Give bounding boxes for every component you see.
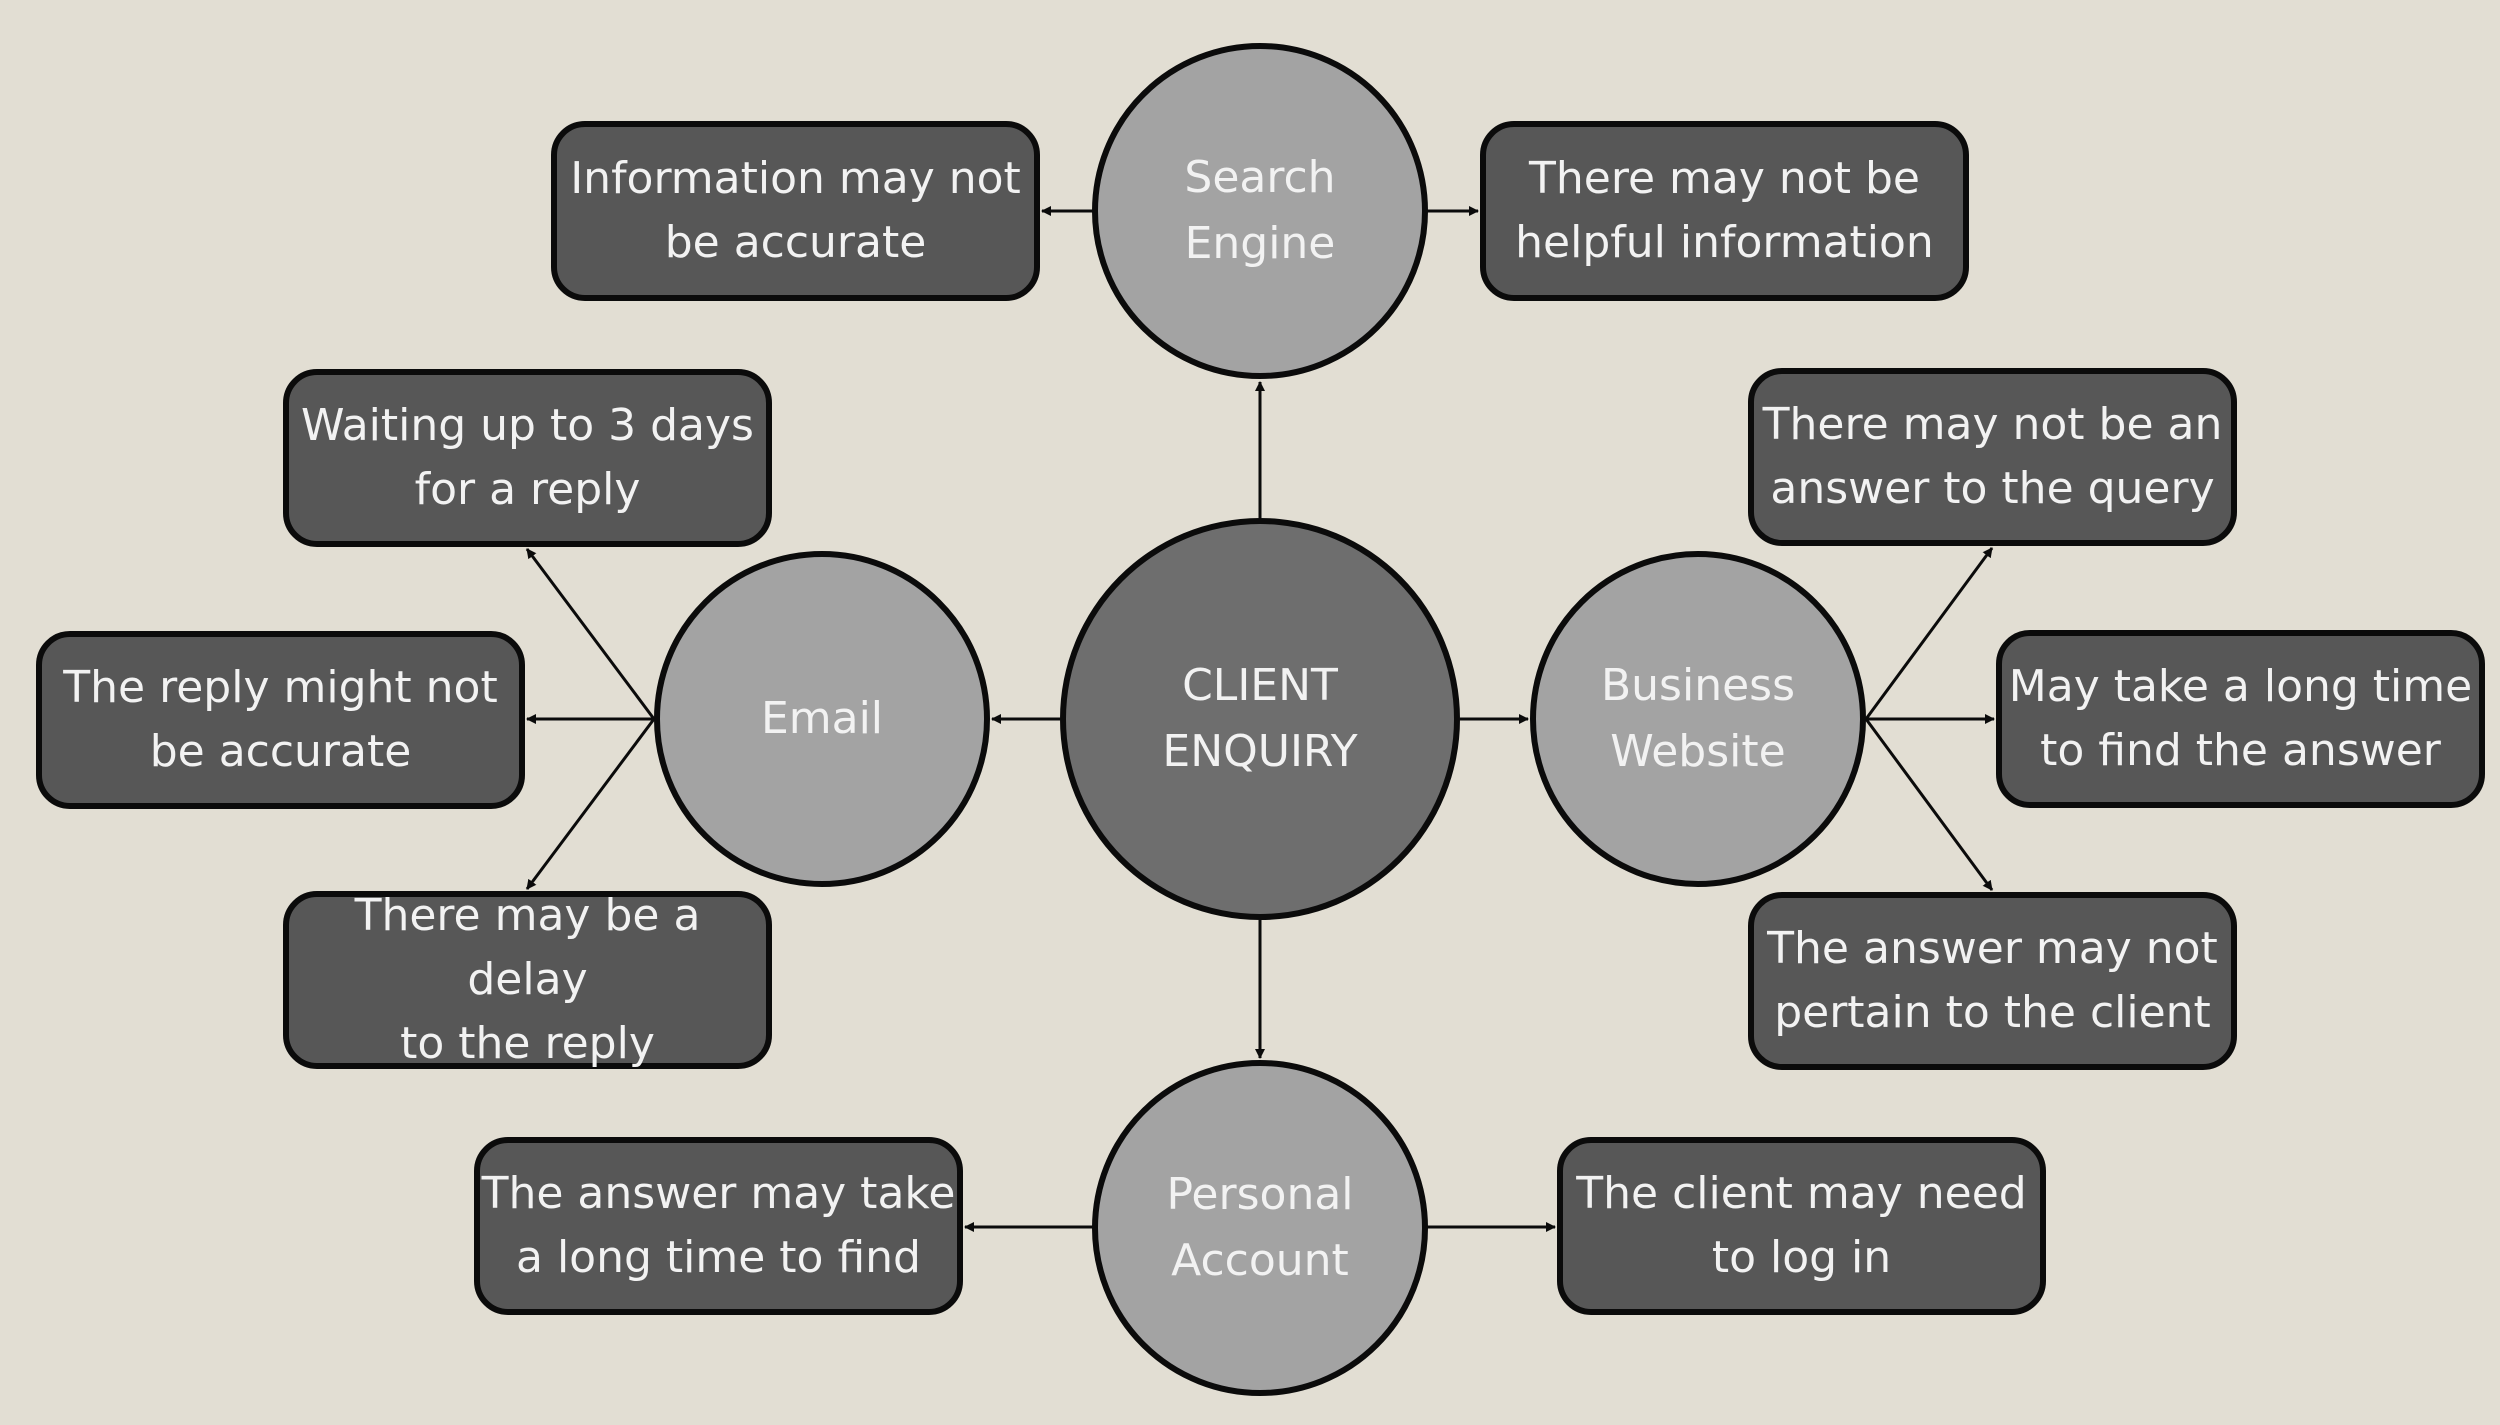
note-website-no-answer: There may not be an answer to the query	[1748, 368, 2237, 546]
note-website-not-pertain: The answer may not pertain to the client	[1748, 892, 2237, 1070]
client-enquiry-label: CLIENT ENQUIRY	[1162, 660, 1358, 777]
search-engine-node: Search Engine	[1092, 43, 1428, 379]
personal-account-node: Personal Account	[1092, 1060, 1428, 1396]
arrow-website-to-top-note	[1864, 547, 1994, 720]
note-search-inaccurate: Information may not be accurate	[551, 121, 1040, 301]
arrow-email-to-bottom-note	[525, 718, 656, 890]
note-search-unhelpful: There may not be helpful information	[1480, 121, 1969, 301]
email-label: Email	[760, 693, 884, 744]
email-node: Email	[654, 551, 990, 887]
note-website-long-time: May take a long time to find the answer	[1996, 630, 2485, 808]
note-email-delay: There may be a delay to the reply	[283, 890, 772, 1069]
note-email-inaccurate: The reply might not be accurate	[36, 631, 525, 809]
note-account-long-time: The answer may take a long time to find	[474, 1137, 963, 1315]
arrow-website-to-bottom-note	[1864, 718, 1994, 891]
note-account-login: The client may need to log in	[1557, 1137, 2046, 1315]
personal-account-label: Personal Account	[1166, 1169, 1354, 1286]
search-engine-label: Search Engine	[1184, 152, 1336, 269]
business-website-node: Business Website	[1530, 551, 1866, 887]
client-enquiry-node: CLIENT ENQUIRY	[1060, 518, 1460, 920]
arrow-email-to-top-note	[525, 548, 656, 720]
business-website-label: Business Website	[1600, 660, 1796, 777]
note-email-wait: Waiting up to 3 days for a reply	[283, 369, 772, 547]
